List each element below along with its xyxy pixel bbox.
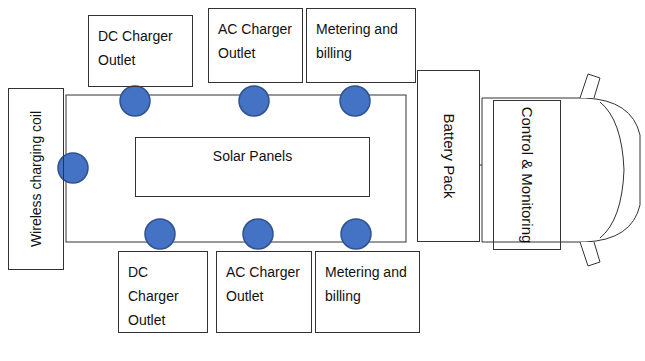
battery-box: Battery Pack	[417, 70, 480, 242]
charging-point	[239, 86, 269, 116]
charging-point	[120, 86, 150, 116]
box-label: Wireless charging coil	[26, 94, 46, 264]
metering-box: Metering and billing	[315, 251, 420, 333]
metering-box: Metering and billing	[306, 8, 416, 83]
box-label: Metering and billing	[307, 9, 415, 65]
outlet-box: DC Charger Outlet	[88, 15, 193, 87]
box-label: Solar Panels	[136, 138, 369, 168]
box-label: DC Charger Outlet	[119, 252, 207, 332]
outlet-box: AC Charger Outlet	[208, 8, 303, 83]
mirror	[580, 74, 600, 98]
charging-point	[243, 219, 273, 249]
box-label: DC Charger Outlet	[89, 16, 192, 72]
mirror	[580, 242, 600, 266]
box-label: Control & Monitoring	[517, 106, 537, 244]
charging-point	[145, 219, 175, 249]
box-label: AC Charger Outlet	[217, 252, 311, 308]
charging-point	[58, 153, 88, 183]
box-label: Battery Pack	[439, 76, 459, 236]
box-label: AC Charger Outlet	[209, 9, 302, 65]
control-box: Control & Monitoring	[493, 100, 561, 250]
outlet-box: AC Charger Outlet	[216, 251, 312, 333]
outlet-box: DC Charger Outlet	[118, 251, 208, 333]
wireless-coil-box: Wireless charging coil	[8, 88, 64, 270]
charging-point	[340, 86, 370, 116]
van-cab	[482, 98, 640, 242]
windscreen-line	[600, 102, 624, 238]
charging-point	[341, 219, 371, 249]
box-label: Metering and billing	[316, 252, 419, 308]
solar-panel-box: Solar Panels	[135, 137, 370, 197]
